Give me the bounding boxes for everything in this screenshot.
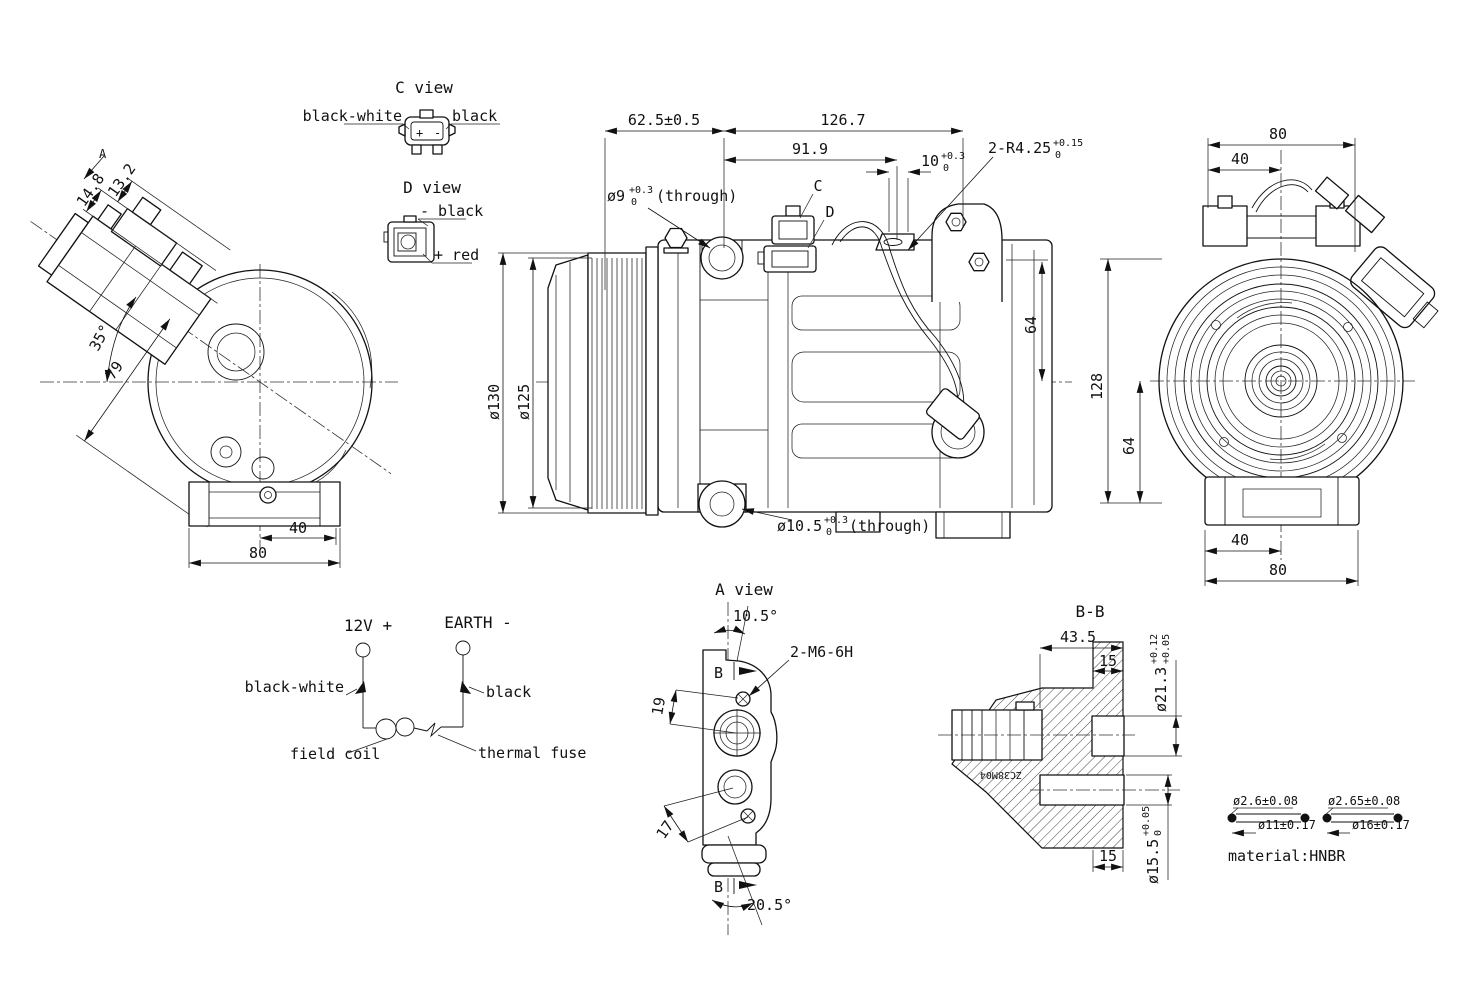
field-coil-symbol: [375, 718, 397, 740]
hole-9-suffix: (through): [656, 187, 737, 205]
bore-15-5-tol-dn: 0: [1153, 830, 1164, 836]
terminal-pos: [355, 642, 371, 658]
dia-125: ø125: [515, 384, 533, 420]
dia-130: ø130: [485, 384, 503, 420]
wire-arrow-neg: [460, 681, 471, 694]
dim-19: 19: [648, 696, 669, 717]
section-arrow-top: [739, 667, 757, 675]
dim-10-tol-up: +0.3: [941, 151, 965, 162]
hole-10-5-tol-dn: 0: [826, 527, 832, 538]
thermal-fuse-label: thermal fuse: [478, 744, 586, 762]
angled-head-block: 13.2 14.8 79: [30, 160, 392, 528]
rear-dim-top-40: 40: [1231, 150, 1249, 168]
front-view: A: [30, 147, 398, 568]
bb-section: B-B ZC38M04 43.5 15 15 ø21.3: [938, 602, 1182, 884]
front-dim-80: 80: [249, 544, 267, 562]
radius-note-tol-dn: 0: [1055, 150, 1061, 161]
marker-c: C: [813, 177, 822, 195]
a-view: A view 10.5° B B 2-M6-6H 1: [648, 580, 853, 935]
rear-view: 80 40 128 64 40 80: [1088, 125, 1439, 586]
dim-126-7: 126.7: [820, 111, 865, 129]
bb-title: B-B: [1076, 602, 1105, 621]
dim-79: 79: [102, 358, 127, 383]
rear-dim-64: 64: [1120, 437, 1138, 455]
oring-small-id-label: ø11±0.17: [1258, 818, 1316, 832]
bore-21-3-tol-dn: +0.05: [1161, 634, 1172, 664]
view-direction-label: A: [99, 147, 107, 161]
dim-15-top: 15: [1099, 652, 1117, 670]
dim-91-9: 91.9: [792, 140, 828, 158]
c-view-right-pin-label: black: [452, 107, 497, 125]
front-dim-40: 40: [289, 519, 307, 537]
thread-note: 2-M6-6H: [790, 643, 853, 661]
c-view-connector: + -: [398, 109, 456, 155]
dim-62-5: 62.5±0.5: [628, 111, 700, 129]
hole-9-tol-dn: 0: [631, 197, 637, 208]
view-direction-arrow: [83, 155, 105, 180]
bore-15-5-tol-up: +0.05: [1141, 806, 1152, 836]
d-view: D view - black + red: [383, 178, 483, 264]
d-view-top-label: - black: [420, 202, 483, 220]
oring-large-cs-label: ø2.65±0.08: [1328, 794, 1400, 808]
a-view-title: A view: [715, 580, 773, 599]
bore-15-5-base: ø15.5: [1144, 839, 1162, 884]
c-view-minus: -: [434, 126, 441, 140]
side-view: C D 62.5±0.5 126.7: [485, 111, 1083, 539]
d-view-title: D view: [403, 178, 461, 197]
hole-10-5-suffix: (through): [849, 517, 930, 535]
angle-10-5: 10.5°: [733, 607, 778, 625]
casting-mark: ZC38M04: [980, 769, 1022, 780]
field-coil-label: field coil: [290, 745, 380, 763]
section-arrow-bottom: [739, 881, 757, 889]
c-view: C view + - black-white black: [303, 78, 500, 155]
rear-dim-bot-40: 40: [1231, 531, 1249, 549]
dim-13-2: 13.2: [104, 160, 139, 200]
wiring-schematic: 12V + EARTH - black-white black field co…: [245, 613, 587, 763]
terminal-neg: [455, 640, 471, 656]
rear-dim-128: 128: [1088, 373, 1106, 400]
seal-material: material:HNBR: [1228, 847, 1346, 865]
terminal-neg-label: EARTH -: [444, 613, 511, 632]
rear-dim-bot-80: 80: [1269, 561, 1287, 579]
c-view-title: C view: [395, 78, 453, 97]
d-view-connector: [383, 215, 435, 263]
radius-note-tol-up: +0.15: [1053, 138, 1083, 149]
hole-9-base: ø9: [607, 187, 625, 205]
wire-pos-label: black-white: [245, 678, 344, 696]
dim-43-5: 43.5: [1060, 628, 1096, 646]
section-marker-top: B: [714, 664, 723, 682]
radius-note-base: 2-R4.25: [988, 139, 1051, 157]
side-dim-64: 64: [1022, 316, 1040, 334]
marker-d: D: [825, 203, 834, 221]
c-view-plus: +: [416, 126, 423, 140]
dim-10-tol-dn: 0: [943, 163, 949, 174]
o-ring-specs: ø2.6±0.08 ø11±0.17 ø2.65±0.08 ø16±0.17 m…: [1227, 794, 1410, 865]
hole-10-5-tol-up: +0.3: [824, 515, 848, 526]
d-view-bottom-label: + red: [434, 246, 479, 264]
wire-neg-label: black: [486, 683, 531, 701]
oring-large-section-dot: [1322, 813, 1332, 823]
thermal-fuse-symbol: [426, 722, 442, 738]
section-marker-bottom: B: [714, 878, 723, 896]
terminal-pos-label: 12V +: [344, 616, 392, 635]
c-view-left-pin-label: black-white: [303, 107, 402, 125]
bore-21-3-tol-up: +0.12: [1149, 634, 1160, 664]
bore-21-3-base: ø21.3: [1152, 667, 1170, 712]
hole-9-tol-up: +0.3: [629, 185, 653, 196]
rear-connector: [1350, 246, 1439, 329]
rear-dim-top-80: 80: [1269, 125, 1287, 143]
hole-10-5-base: ø10.5: [777, 517, 822, 535]
angle-20-5: 20.5°: [747, 896, 792, 914]
oring-small-cs-label: ø2.6±0.08: [1233, 794, 1298, 808]
oring-large-id-label: ø16±0.17: [1352, 818, 1410, 832]
wire-arrow-pos: [355, 681, 366, 694]
dim-15-bottom: 15: [1099, 847, 1117, 865]
dim-10-base: 10: [921, 152, 939, 170]
oring-small-section-dot: [1227, 813, 1237, 823]
